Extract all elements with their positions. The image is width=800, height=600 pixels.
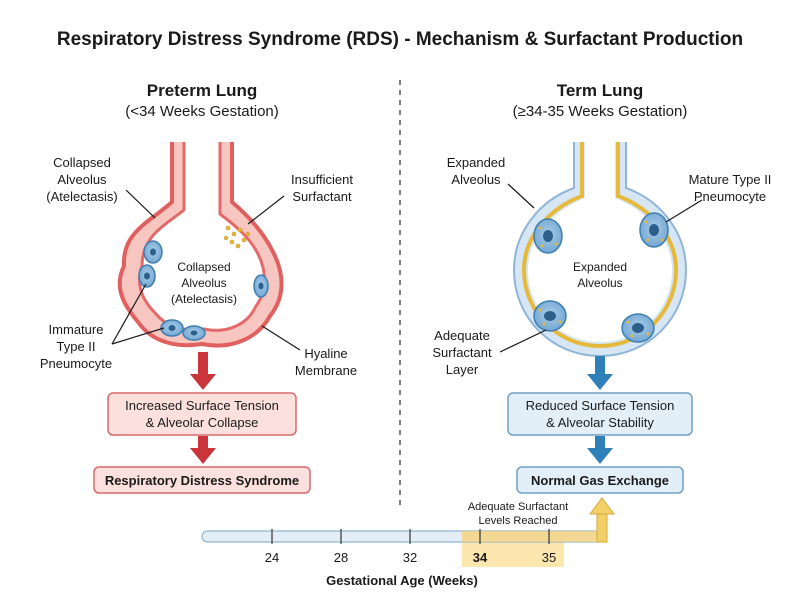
- tick-label-35: 35: [542, 550, 556, 565]
- svg-text:Immature: Immature: [49, 322, 104, 337]
- threshold-arrow: [589, 497, 615, 543]
- insufficient-surfactant-dots: [223, 225, 251, 249]
- gestation-timeline: Adequate Surfactant Levels Reached 24 28…: [201, 497, 615, 588]
- preterm-arrow-2: [190, 436, 216, 464]
- svg-text:Levels Reached: Levels Reached: [479, 515, 558, 527]
- svg-text:Reduced Surface Tension: Reduced Surface Tension: [526, 398, 675, 413]
- timeline-axis-label: Gestational Age (Weeks): [326, 573, 478, 588]
- preterm-panel: Preterm Lung (<34 Weeks Gestation): [40, 81, 357, 494]
- svg-text:Expanded: Expanded: [573, 260, 627, 274]
- svg-text:& Alveolar Stability: & Alveolar Stability: [546, 415, 654, 430]
- svg-text:Expanded: Expanded: [447, 155, 506, 170]
- label-hyaline-membrane: Hyaline Membrane: [295, 346, 357, 378]
- threshold-label: Adequate Surfactant Levels Reached: [468, 501, 568, 527]
- svg-text:& Alveolar Collapse: & Alveolar Collapse: [146, 415, 259, 430]
- svg-text:Respiratory Distress Syndrome: Respiratory Distress Syndrome: [105, 473, 299, 488]
- label-mature-pneumocyte: Mature Type II Pneumocyte: [689, 172, 772, 204]
- preterm-subheading: (<34 Weeks Gestation): [125, 103, 279, 120]
- expanded-alveolus-illustration: [512, 142, 688, 358]
- svg-text:Mature Type II: Mature Type II: [689, 172, 772, 187]
- label-term-center: Expanded Alveolus: [573, 260, 627, 290]
- term-box-surface-tension: Reduced Surface Tension & Alveolar Stabi…: [507, 392, 693, 436]
- preterm-heading: Preterm Lung: [147, 81, 258, 100]
- svg-text:Pneumocyte: Pneumocyte: [40, 356, 112, 371]
- term-box-gas-exchange: Normal Gas Exchange: [516, 466, 684, 494]
- svg-text:Adequate Surfactant: Adequate Surfactant: [468, 501, 568, 513]
- svg-text:Insufficient: Insufficient: [291, 172, 353, 187]
- preterm-arrow-1: [190, 352, 216, 390]
- svg-text:Collapsed: Collapsed: [53, 155, 111, 170]
- svg-text:(Atelectasis): (Atelectasis): [171, 292, 237, 306]
- svg-text:Increased Surface Tension: Increased Surface Tension: [125, 398, 279, 413]
- diagram-title: Respiratory Distress Syndrome (RDS) - Me…: [57, 29, 743, 50]
- svg-text:Alveolus: Alveolus: [57, 172, 107, 187]
- mature-cell-1: [533, 218, 563, 254]
- svg-text:Alveolus: Alveolus: [451, 172, 501, 187]
- label-expanded-alveolus: Expanded Alveolus: [447, 155, 506, 187]
- label-collapsed-alveolus: Collapsed Alveolus (Atelectasis): [46, 155, 118, 204]
- label-preterm-center: Collapsed Alveolus (Atelectasis): [171, 260, 237, 306]
- svg-text:Surfactant: Surfactant: [292, 189, 352, 204]
- svg-text:Alveolus: Alveolus: [181, 276, 226, 290]
- tick-label-34: 34: [473, 550, 488, 565]
- preterm-box-surface-tension: Increased Surface Tension & Alveolar Col…: [107, 392, 297, 436]
- svg-text:Type II: Type II: [56, 339, 95, 354]
- svg-text:Pneumocyte: Pneumocyte: [694, 189, 766, 204]
- svg-text:Adequate: Adequate: [434, 328, 490, 343]
- svg-text:Surfactant: Surfactant: [432, 345, 492, 360]
- mature-cell-4: [621, 313, 655, 343]
- svg-text:Collapsed: Collapsed: [177, 260, 230, 274]
- svg-text:Hyaline: Hyaline: [304, 346, 347, 361]
- label-immature-pneumocyte: Immature Type II Pneumocyte: [40, 322, 112, 371]
- tick-label-32: 32: [403, 550, 417, 565]
- label-insufficient-surfactant: Insufficient Surfactant: [291, 172, 353, 204]
- svg-text:Membrane: Membrane: [295, 363, 357, 378]
- term-subheading: (≥34-35 Weeks Gestation): [513, 103, 688, 120]
- svg-text:Alveolus: Alveolus: [577, 276, 622, 290]
- tick-label-28: 28: [334, 550, 348, 565]
- collapsed-alveolus-illustration: [117, 142, 284, 348]
- mature-cell-3: [533, 300, 567, 332]
- term-arrow-2: [587, 436, 613, 464]
- svg-text:Normal Gas Exchange: Normal Gas Exchange: [531, 473, 669, 488]
- tick-label-24: 24: [265, 550, 279, 565]
- svg-text:(Atelectasis): (Atelectasis): [46, 189, 118, 204]
- term-arrow-1: [587, 356, 613, 390]
- mature-cell-2: [639, 212, 669, 248]
- preterm-box-rds: Respiratory Distress Syndrome: [93, 466, 311, 494]
- svg-text:Layer: Layer: [446, 362, 479, 377]
- label-adequate-surfactant: Adequate Surfactant Layer: [432, 328, 492, 377]
- term-panel: Term Lung (≥34-35 Weeks Gestation): [432, 81, 772, 494]
- term-heading: Term Lung: [557, 81, 644, 100]
